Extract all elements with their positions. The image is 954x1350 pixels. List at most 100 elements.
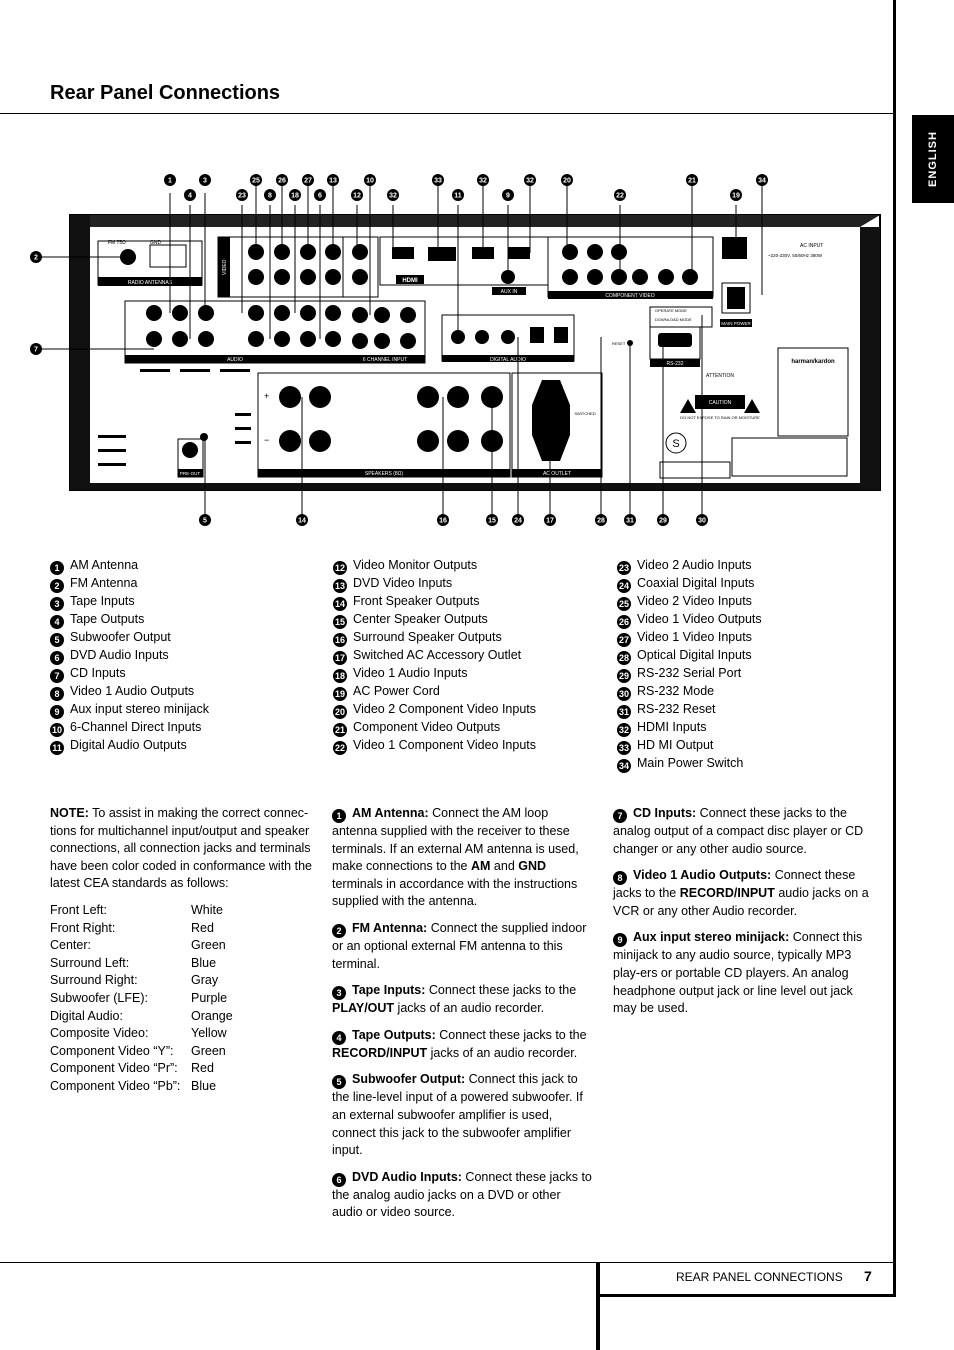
channel-color: Purple bbox=[191, 990, 228, 1005]
callout-top-34: 34 bbox=[758, 178, 766, 185]
fm-label: FM 75Ω bbox=[108, 240, 126, 246]
note-text: To assist in making the correct connec-t… bbox=[50, 806, 312, 891]
callout-left-7: 7 bbox=[34, 347, 38, 354]
hdmi-logo: HDMI bbox=[402, 278, 418, 284]
aux-in-label: AUX IN bbox=[501, 289, 518, 295]
operate-label: OPERATE MODE bbox=[655, 308, 687, 313]
legend-number: 17 bbox=[333, 651, 347, 665]
note-lead: NOTE: bbox=[50, 806, 89, 820]
language-tab: ENGLISH bbox=[912, 115, 954, 203]
callout-top-33: 33 bbox=[434, 178, 442, 185]
legend-number: 15 bbox=[333, 615, 347, 629]
callout-top-32b: 32 bbox=[479, 178, 487, 185]
callout-top-32c: 32 bbox=[526, 178, 534, 185]
callout-top-19: 19 bbox=[732, 193, 740, 200]
callout-top-6: 6 bbox=[318, 193, 322, 200]
callout-top-11: 11 bbox=[454, 193, 462, 200]
legend-label: HD MI Output bbox=[637, 738, 714, 752]
attention-label: ATTENTION bbox=[706, 373, 734, 379]
channel-color: White bbox=[191, 902, 223, 917]
channel-name: Subwoofer (LFE): bbox=[50, 990, 148, 1005]
legend-label: Optical Digital Inputs bbox=[637, 648, 752, 662]
callout-bottom-14: 14 bbox=[298, 518, 306, 525]
legend-label: AM Antenna bbox=[70, 558, 139, 572]
channel-color: Blue bbox=[191, 1078, 217, 1093]
callout-top-32a: 32 bbox=[389, 193, 397, 200]
footer-underline bbox=[596, 1294, 896, 1297]
legend-label: Video 1 Audio Inputs bbox=[353, 666, 468, 680]
callout-bottom-5: 5 bbox=[203, 518, 207, 525]
note-section: NOTE: To assist in making the correct co… bbox=[50, 805, 312, 1096]
legend-number: 29 bbox=[617, 669, 631, 683]
legend-number: 33 bbox=[617, 741, 631, 755]
desc-text: jacks of an audio recorder. bbox=[394, 1001, 545, 1016]
legend-number: 1 bbox=[50, 561, 64, 575]
component-video-label: COMPONENT VIDEO bbox=[605, 293, 654, 299]
legend-number: 31 bbox=[617, 705, 631, 719]
channel-color: Orange bbox=[191, 1008, 233, 1023]
legend-number: 5 bbox=[50, 633, 64, 647]
desc-number: 3 bbox=[332, 986, 346, 1001]
legend-number: 22 bbox=[333, 741, 347, 755]
negative-sign: − bbox=[264, 435, 269, 445]
callout-top-22: 22 bbox=[616, 193, 624, 200]
color-code-row: Surround Left:Blue bbox=[50, 955, 312, 973]
color-code-row: Component Video “Pr”:Red bbox=[50, 1060, 312, 1078]
legend-number: 26 bbox=[617, 615, 631, 629]
callout-bottom-15: 15 bbox=[488, 518, 496, 525]
color-code-row: Surround Right:Gray bbox=[50, 972, 312, 990]
callout-top-20: 20 bbox=[563, 178, 571, 185]
desc-bold: GND bbox=[518, 859, 547, 874]
desc-text: audio jacks on a VCR or any other Audio … bbox=[613, 886, 869, 918]
desc-number: 9 bbox=[613, 933, 627, 948]
desc-text: Connect the supplied indoor or an option… bbox=[332, 920, 587, 971]
color-code-row: Subwoofer (LFE): Purple bbox=[50, 990, 312, 1008]
legend-number: 27 bbox=[617, 633, 631, 647]
legend-label: Aux input stereo minijack bbox=[70, 702, 209, 716]
legend-number: 3 bbox=[50, 597, 64, 611]
legend-number: 9 bbox=[50, 705, 64, 719]
desc-text: Connect these jacks to the analog audio … bbox=[332, 1169, 592, 1220]
channel-name: Digital Audio: bbox=[50, 1008, 123, 1023]
desc-number: 5 bbox=[332, 1075, 346, 1090]
desc-number: 2 bbox=[332, 923, 346, 938]
legend-item: 1 AM Antenna bbox=[50, 557, 209, 575]
callout-top-27: 27 bbox=[304, 178, 312, 185]
channel-name: Center: bbox=[50, 938, 91, 953]
channel-color: Blue bbox=[191, 955, 217, 970]
legend-label: Switched AC Accessory Outlet bbox=[353, 648, 522, 662]
legend-number: 16 bbox=[333, 633, 347, 647]
legend-label: Coaxial Digital Inputs bbox=[637, 576, 755, 590]
desc-text: terminals in accordance with the instruc… bbox=[332, 876, 578, 909]
channel-color: Red bbox=[191, 1061, 214, 1076]
callout-top-23: 23 bbox=[238, 193, 246, 200]
right-margin-rule bbox=[893, 0, 896, 1297]
channel-color: Yellow bbox=[191, 1026, 227, 1041]
legend-label: Tape Outputs bbox=[70, 612, 145, 626]
ac-outlet-label: AC OUTLET bbox=[543, 471, 571, 477]
legend-label: Video 2 Video Inputs bbox=[637, 594, 752, 608]
color-code-row: Digital Audio: Orange bbox=[50, 1008, 312, 1026]
desc-bold: RECORD/INPUT bbox=[679, 886, 775, 901]
channel-name: Front Left: bbox=[50, 902, 107, 917]
download-label: DOWNLOAD MODE bbox=[655, 317, 692, 322]
gnd-label: GND bbox=[150, 240, 162, 246]
channel-color: Red bbox=[191, 920, 214, 935]
desc-text: and bbox=[490, 859, 519, 874]
